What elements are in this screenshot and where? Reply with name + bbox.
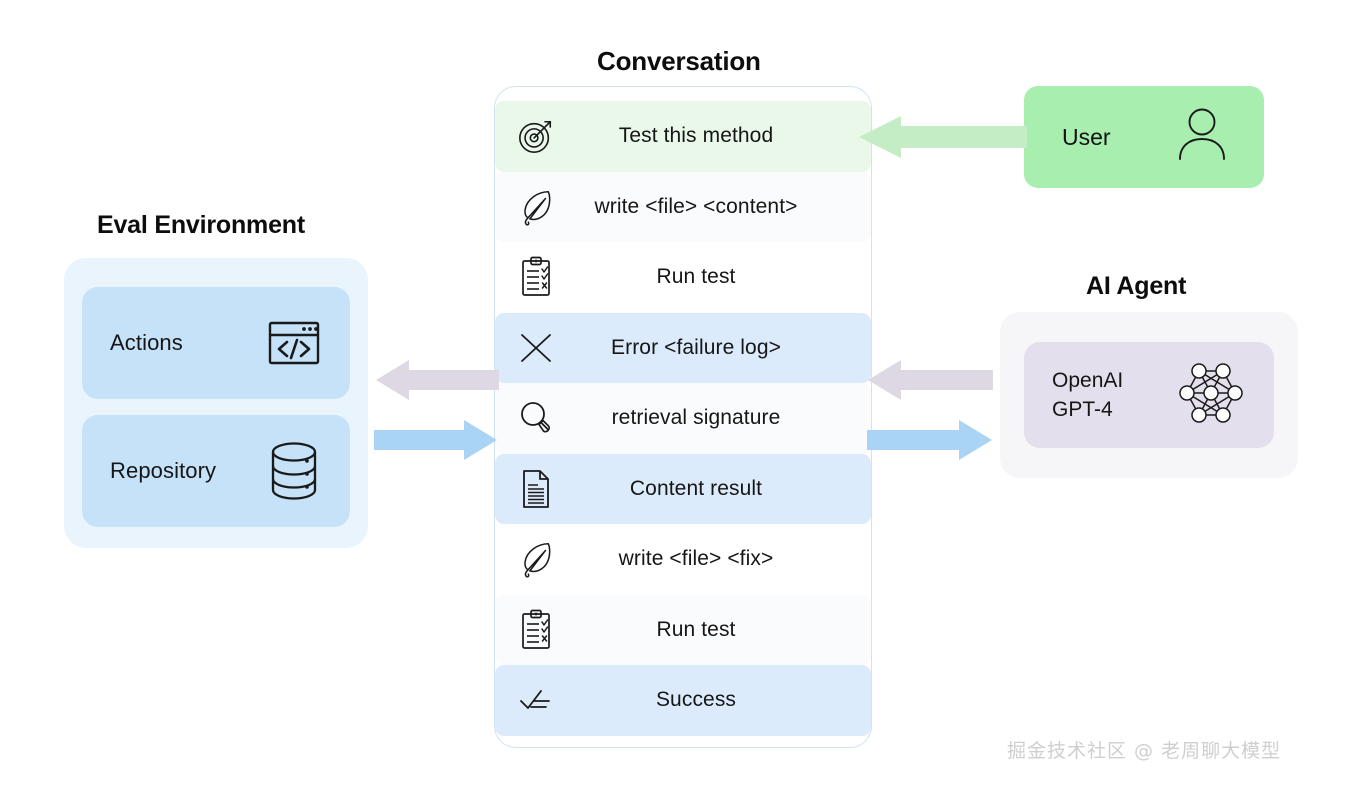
- clipboard-icon: [509, 254, 563, 300]
- database-icon: [264, 441, 324, 501]
- conversation-row[interactable]: write <file> <content>: [495, 171, 871, 242]
- conversation-row[interactable]: write <file> <fix>: [495, 524, 871, 595]
- conversation-row-label: retrieval signature: [611, 406, 781, 430]
- person-icon: [1174, 105, 1230, 170]
- ai-agent-container: OpenAI GPT-4: [1000, 312, 1298, 478]
- target-icon: [509, 113, 563, 159]
- conversation-row-label: Test this method: [618, 124, 774, 148]
- eval-card-repository-label: Repository: [110, 458, 217, 483]
- conversation-row[interactable]: retrieval signature: [495, 383, 871, 454]
- watermark: 掘金技术社区 @ 老周聊大模型: [1007, 740, 1282, 762]
- conversation-row-label: Content result: [629, 476, 763, 500]
- user-box[interactable]: User: [1024, 86, 1264, 188]
- eval-card-actions[interactable]: Actions: [82, 287, 350, 399]
- arrow-agent-to-conversation: [868, 360, 993, 400]
- user-label: User: [1062, 123, 1111, 150]
- x-icon: [509, 325, 563, 371]
- arrow-conversation-to-eval: [376, 360, 499, 400]
- conversation-row-list: Test this method write <file> <content>: [495, 101, 871, 736]
- arrow-user-to-conversation: [859, 116, 1027, 158]
- conversation-row-label: write <file> <fix>: [618, 547, 774, 571]
- feather-icon: [509, 536, 563, 582]
- conversation-title: Conversation: [597, 46, 761, 76]
- conversation-row-label: Run test: [656, 265, 736, 289]
- conversation-row[interactable]: Test this method: [495, 101, 871, 172]
- conversation-row[interactable]: Success: [495, 665, 871, 736]
- conversation-row[interactable]: Content result: [495, 453, 871, 524]
- ai-agent-card[interactable]: OpenAI GPT-4: [1024, 342, 1274, 448]
- conversation-row-label: write <file> <content>: [594, 194, 798, 218]
- feather-icon: [509, 184, 563, 230]
- conversation-panel: Test this method write <file> <content>: [494, 86, 872, 748]
- eval-card-repository[interactable]: Repository: [82, 415, 350, 527]
- eval-environment-container: Actions Repository: [64, 258, 368, 548]
- neural-network-icon: [1172, 354, 1250, 437]
- conversation-row-label: Run test: [656, 617, 736, 641]
- ai-agent-title: AI Agent: [1086, 272, 1187, 300]
- conversation-row[interactable]: Run test: [495, 594, 871, 665]
- code-window-icon: [264, 313, 324, 373]
- conversation-row-label: Error <failure log>: [611, 335, 781, 359]
- eval-card-actions-label: Actions: [110, 330, 183, 355]
- document-icon: [509, 466, 563, 512]
- check-list-icon: [509, 677, 563, 723]
- search-icon: [509, 395, 563, 441]
- conversation-row[interactable]: Run test: [495, 242, 871, 313]
- conversation-row-label: Success: [655, 688, 737, 712]
- conversation-row[interactable]: Error <failure log>: [495, 312, 871, 383]
- eval-environment-title: Eval Environment: [97, 211, 305, 239]
- ai-agent-model-label: OpenAI GPT-4: [1052, 369, 1124, 421]
- clipboard-icon: [509, 607, 563, 653]
- arrow-eval-to-conversation: [374, 420, 497, 460]
- arrow-conversation-to-agent: [867, 420, 992, 460]
